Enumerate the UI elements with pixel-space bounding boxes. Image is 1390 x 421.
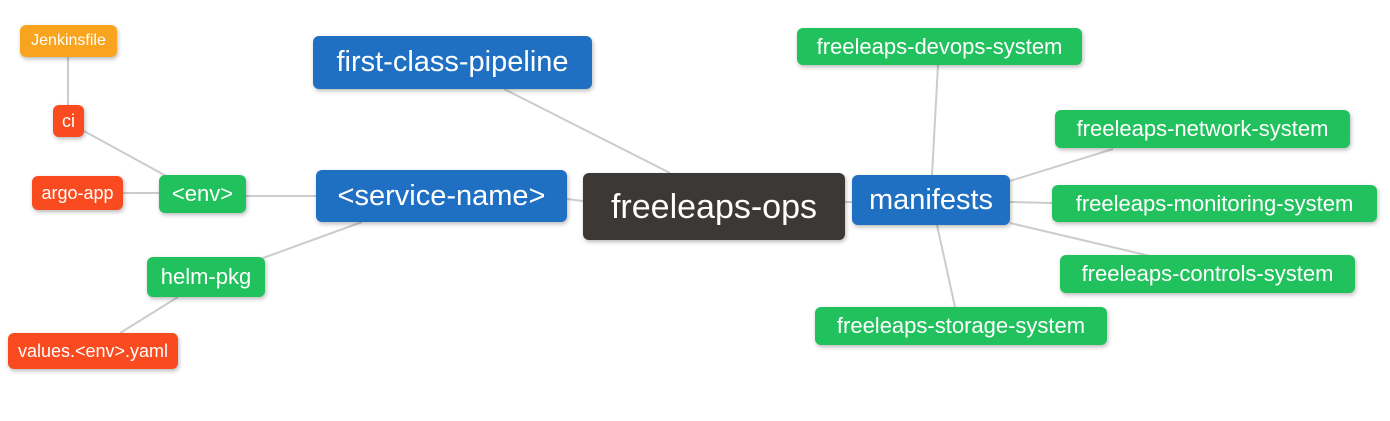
node-ci[interactable]: ci bbox=[53, 105, 84, 137]
edge-manifests--freeleaps-controls-system bbox=[1009, 222, 1151, 257]
edge-ci--env bbox=[83, 130, 169, 178]
node-jenkinsfile[interactable]: Jenkinsfile bbox=[20, 25, 117, 57]
edge-service-name--freeleaps-ops bbox=[566, 198, 584, 202]
node-service-name[interactable]: <service-name> bbox=[316, 170, 567, 222]
node-freeleaps-monitoring-system[interactable]: freeleaps-monitoring-system bbox=[1052, 185, 1377, 222]
node-first-class-pipeline[interactable]: first-class-pipeline bbox=[313, 36, 592, 89]
node-freeleaps-storage-system[interactable]: freeleaps-storage-system bbox=[815, 307, 1107, 345]
edge-first-class-pipeline--freeleaps-ops bbox=[503, 88, 671, 174]
node-freeleaps-controls-system[interactable]: freeleaps-controls-system bbox=[1060, 255, 1355, 293]
node-env[interactable]: <env> bbox=[159, 175, 246, 213]
edge-helm-pkg--values-env-yaml bbox=[119, 296, 179, 334]
edge-manifests--freeleaps-devops-system bbox=[931, 64, 939, 176]
edge-manifests--freeleaps-monitoring-system bbox=[1009, 201, 1053, 204]
node-manifests[interactable]: manifests bbox=[852, 175, 1010, 225]
node-argo-app[interactable]: argo-app bbox=[32, 176, 123, 210]
node-values-env-yaml[interactable]: values.<env>.yaml bbox=[8, 333, 178, 369]
edge-manifests--freeleaps-storage-system bbox=[936, 224, 956, 308]
edge-service-name--helm-pkg bbox=[262, 221, 363, 259]
node-helm-pkg[interactable]: helm-pkg bbox=[147, 257, 265, 297]
node-freeleaps-network-system[interactable]: freeleaps-network-system bbox=[1055, 110, 1350, 148]
edge-manifests--freeleaps-network-system bbox=[1009, 148, 1114, 182]
node-freeleaps-ops[interactable]: freeleaps-ops bbox=[583, 173, 845, 240]
node-freeleaps-devops-system[interactable]: freeleaps-devops-system bbox=[797, 28, 1082, 65]
